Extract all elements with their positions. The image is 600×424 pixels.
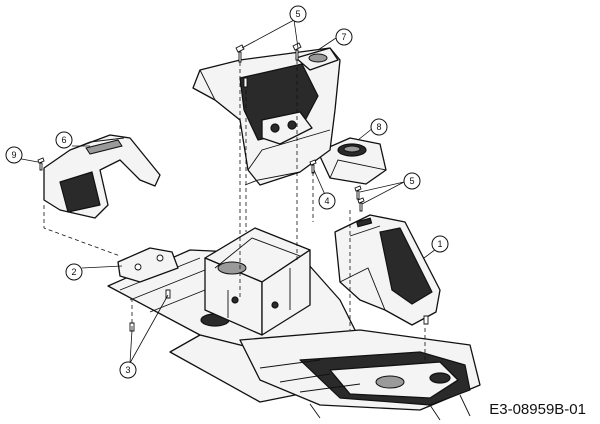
callout-2: 2 (65, 263, 83, 281)
callout-7: 7 (335, 28, 353, 46)
callout-5-top-label: 5 (295, 9, 300, 19)
assembly-lines (43, 60, 426, 360)
callout-5-top: 5 (289, 5, 307, 23)
callout-4: 4 (318, 192, 336, 210)
callout-7-label: 7 (341, 32, 346, 42)
part-7-dashboard-housing (192, 47, 341, 186)
seat-support-frame (204, 227, 311, 336)
part-8-tank-cap (317, 137, 387, 185)
callout-3: 3 (119, 361, 137, 379)
callout-6-label: 6 (61, 135, 66, 145)
callout-1-label: 1 (437, 239, 442, 249)
callout-9: 9 (5, 146, 23, 164)
callout-8: 8 (370, 118, 388, 136)
callout-3-label: 3 (125, 365, 130, 375)
callout-6: 6 (55, 131, 73, 149)
callout-1: 1 (431, 235, 449, 253)
hardware-screws (37, 42, 365, 332)
callout-5-right: 5 (403, 172, 421, 190)
part-6-rear-cover (43, 134, 161, 219)
leader-lines (15, 19, 437, 364)
part-1-fender-cover (334, 214, 441, 326)
callout-2-label: 2 (71, 267, 76, 277)
part-2-bracket (117, 247, 179, 283)
callout-8-label: 8 (376, 122, 381, 132)
drawing-code: E3-08959B-01 (489, 401, 586, 418)
callout-5-right-label: 5 (409, 176, 414, 186)
callout-4-label: 4 (324, 196, 329, 206)
callout-9-label: 9 (11, 150, 16, 160)
